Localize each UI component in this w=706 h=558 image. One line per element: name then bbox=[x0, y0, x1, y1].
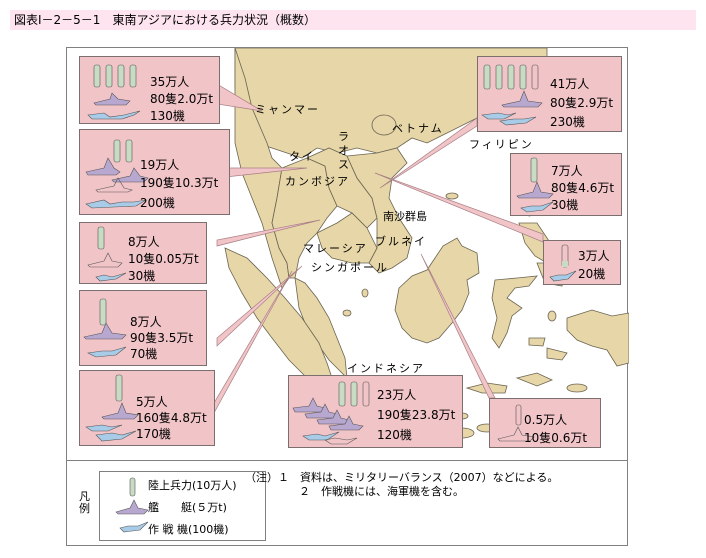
country-label-indonesia: インドネシア bbox=[347, 362, 425, 375]
troops-value: 8万人 bbox=[128, 235, 160, 249]
ships-value: 80隻2.0万t bbox=[150, 92, 214, 106]
aircraft-value: 200機 bbox=[140, 196, 175, 210]
force-icons bbox=[87, 226, 127, 282]
ships-value: 190隻10.3万t bbox=[140, 176, 219, 190]
troops-value: 23万人 bbox=[377, 388, 417, 402]
ships-value: 80隻4.6万t bbox=[551, 181, 615, 195]
force-icons bbox=[497, 404, 535, 442]
legend-aircraft: 作 戦 機(100機) bbox=[148, 523, 229, 536]
force-icons bbox=[85, 374, 139, 442]
aircraft-value: 170機 bbox=[136, 427, 171, 441]
country-label-cambodia: カンボジア bbox=[285, 175, 350, 188]
ships-value: 90隻3.5万t bbox=[130, 331, 194, 345]
ships-value: 10隻0.6万t bbox=[524, 431, 588, 445]
soldier-icon bbox=[129, 477, 136, 497]
note-1: （注）１ 資料は、ミリタリーバランス（2007）などによる。 bbox=[245, 471, 559, 484]
ships-value: 10隻0.05万t bbox=[128, 252, 199, 266]
stat-box-philippines: 7万人 80隻4.6万t 30機 bbox=[510, 153, 622, 216]
country-label-spratly: 南沙群島 bbox=[383, 210, 427, 223]
aircraft-value: 130機 bbox=[150, 109, 185, 123]
ships-value: 190隻23.8万t bbox=[377, 408, 456, 422]
aircraft-value: 120機 bbox=[377, 428, 412, 442]
aircraft-value: 30機 bbox=[128, 269, 156, 283]
stat-box-vietnam: 41万人 80隻2.9万t 230機 bbox=[477, 56, 622, 132]
force-icons bbox=[87, 64, 141, 120]
force-icons bbox=[549, 244, 577, 282]
stat-box-malaysia: 8万人 90隻3.5万t 70機 bbox=[79, 290, 207, 366]
ship-icon bbox=[115, 499, 149, 515]
stat-box-myanmar: 35万人 80隻2.0万t 130機 bbox=[79, 56, 220, 124]
troops-value: 7万人 bbox=[551, 164, 583, 178]
force-icons bbox=[481, 64, 543, 126]
troops-value: 8万人 bbox=[130, 315, 162, 329]
country-label-laos: ラオス bbox=[338, 130, 351, 171]
ships-value: 160隻4.8万t bbox=[136, 411, 207, 425]
country-label-philippines: フィリピン bbox=[469, 138, 534, 151]
aircraft-icon bbox=[119, 521, 149, 533]
legend-section: 凡例 陸上兵力(10万人) 艦 艇(５万t) 作 戦 機(100機) （注）１ … bbox=[66, 460, 628, 546]
troops-value: 19万人 bbox=[140, 158, 180, 172]
country-label-myanmar: ミャンマー bbox=[255, 103, 320, 116]
note-2: ２ 作戦機には、海軍機を含む。 bbox=[299, 485, 464, 498]
aircraft-value: 70機 bbox=[130, 347, 158, 361]
stat-box-brunei: 0.5万人 10隻0.6万t bbox=[489, 398, 601, 448]
troops-value: 5万人 bbox=[136, 395, 168, 409]
country-label-malaysia: マレーシア bbox=[303, 242, 368, 255]
legend-icons bbox=[115, 477, 149, 533]
country-label-thailand: タイ bbox=[289, 150, 315, 163]
legend-ships: 艦 艇(５万t) bbox=[148, 501, 227, 514]
aircraft-value: 30機 bbox=[551, 198, 579, 212]
ships-value: 80隻2.9万t bbox=[550, 96, 614, 110]
country-label-singapore: シンガポール bbox=[311, 261, 389, 274]
troops-value: 3万人 bbox=[578, 249, 610, 263]
troops-value: 0.5万人 bbox=[524, 413, 568, 427]
map-frame: ミャンマー タイ ラオス カンボジア ベトナム フィリピン 南沙群島 ブルネイ … bbox=[66, 47, 629, 460]
stat-box-cambodia: 8万人 10隻0.05万t 30機 bbox=[79, 222, 207, 284]
troops-value: 41万人 bbox=[550, 77, 590, 91]
aircraft-value: 230機 bbox=[550, 115, 585, 129]
legend-heading: 凡例 bbox=[79, 490, 90, 515]
aircraft-value: 20機 bbox=[578, 267, 606, 281]
legend-troops: 陸上兵力(10万人) bbox=[148, 479, 237, 492]
country-label-vietnam: ベトナム bbox=[392, 122, 444, 135]
stat-box-laos: 3万人 20機 bbox=[543, 240, 621, 285]
stat-box-indonesia: 23万人 190隻23.8万t 120機 bbox=[288, 375, 463, 448]
legend-box: 陸上兵力(10万人) 艦 艇(５万t) 作 戦 機(100機) bbox=[99, 471, 266, 541]
figure-title: 図表Ⅰ－2－5－1 東南アジアにおける兵力状況（概数） bbox=[10, 10, 696, 30]
force-icons bbox=[83, 298, 127, 358]
country-label-brunei: ブルネイ bbox=[375, 235, 427, 248]
force-icons bbox=[292, 381, 370, 445]
force-icons bbox=[85, 139, 149, 209]
stat-box-singapore: 5万人 160隻4.8万t 170機 bbox=[79, 370, 215, 446]
stat-box-thailand: 19万人 190隻10.3万t 200機 bbox=[79, 129, 230, 215]
troops-value: 35万人 bbox=[150, 75, 190, 89]
force-icons bbox=[516, 157, 554, 213]
